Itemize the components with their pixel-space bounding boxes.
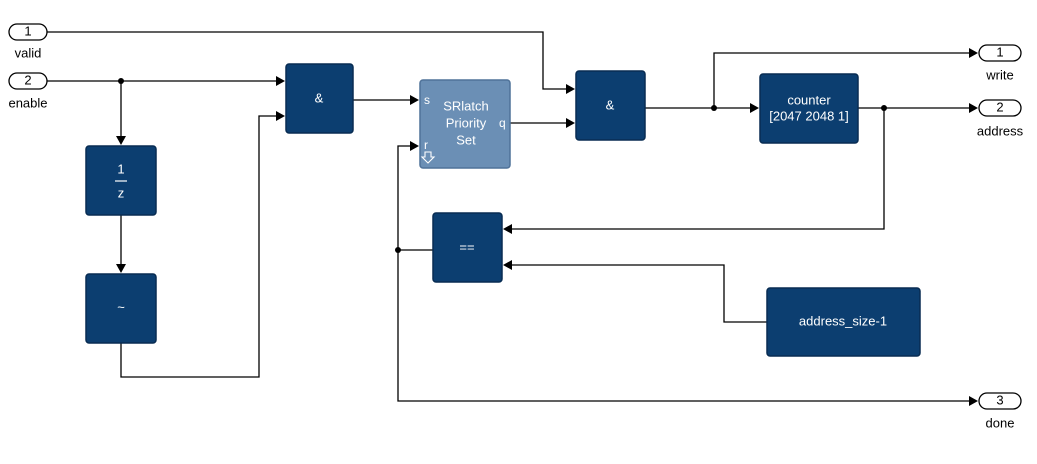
outport-label: done bbox=[986, 415, 1015, 430]
not-block[interactable]: ~ bbox=[85, 273, 157, 344]
inport-number: 2 bbox=[24, 72, 31, 87]
arrowhead bbox=[750, 103, 759, 113]
inport-valid[interactable]: 1 valid bbox=[8, 23, 48, 60]
srlatch-line2: Priority bbox=[446, 115, 487, 130]
counter-line1: counter bbox=[787, 92, 831, 107]
unit-delay-block[interactable]: 1 z bbox=[85, 145, 157, 216]
outport-label: address bbox=[977, 123, 1024, 138]
inport-enable[interactable]: 2 enable bbox=[8, 72, 48, 110]
pin-q-label: q bbox=[499, 116, 506, 130]
pin-r-label: r bbox=[424, 138, 428, 152]
wire-not-and1 bbox=[120, 115, 277, 378]
arrowhead bbox=[116, 264, 126, 273]
delay-numerator: 1 bbox=[117, 161, 124, 176]
wire-counter-equal bbox=[511, 108, 885, 230]
arrowhead bbox=[276, 76, 285, 86]
equal-block[interactable]: == bbox=[432, 212, 503, 283]
inport-number: 1 bbox=[24, 23, 31, 38]
junction-dot bbox=[118, 78, 124, 84]
look-under-mask-icon[interactable] bbox=[420, 151, 436, 164]
srlatch-line3: Set bbox=[456, 132, 476, 147]
outport-done[interactable]: 3 done bbox=[978, 392, 1022, 430]
arrowhead bbox=[503, 260, 512, 270]
inport-label: valid bbox=[15, 45, 42, 60]
counter-block[interactable]: counter [2047 2048 1] bbox=[759, 73, 859, 144]
arrowhead bbox=[566, 118, 575, 128]
wire-write bbox=[713, 52, 970, 108]
outport-number: 1 bbox=[996, 44, 1003, 59]
arrowhead bbox=[969, 103, 978, 113]
and2-label: & bbox=[606, 97, 615, 112]
outport-label: write bbox=[985, 67, 1013, 82]
and-block-2[interactable]: & bbox=[575, 70, 646, 141]
outport-number: 2 bbox=[996, 99, 1003, 114]
not-label: ~ bbox=[117, 299, 125, 314]
outport-number: 3 bbox=[996, 392, 1003, 407]
constant-block[interactable]: address_size-1 bbox=[766, 287, 921, 357]
arrowhead bbox=[410, 95, 419, 105]
arrowhead bbox=[969, 396, 978, 406]
junction-dot bbox=[711, 105, 717, 111]
wire-done bbox=[397, 250, 970, 402]
arrowhead bbox=[410, 141, 419, 151]
inport-label: enable bbox=[8, 95, 47, 110]
arrowhead bbox=[566, 84, 575, 94]
junction-dot bbox=[395, 247, 401, 253]
arrowhead bbox=[276, 111, 285, 121]
junction-dot bbox=[881, 105, 887, 111]
arrowhead bbox=[116, 136, 126, 145]
arrowhead bbox=[503, 224, 512, 234]
srlatch-block[interactable]: SRlatch Priority Set s r q bbox=[419, 79, 511, 169]
counter-line2: [2047 2048 1] bbox=[769, 108, 849, 123]
pin-s-label: s bbox=[424, 93, 430, 107]
and-block-1[interactable]: & bbox=[285, 63, 354, 134]
arrowhead bbox=[969, 48, 978, 58]
wire-valid bbox=[47, 31, 567, 90]
constant-label: address_size-1 bbox=[799, 313, 887, 328]
srlatch-line1: SRlatch bbox=[443, 98, 489, 113]
outport-write[interactable]: 1 write bbox=[978, 44, 1022, 82]
wire-reset bbox=[397, 145, 411, 250]
equal-label: == bbox=[459, 239, 474, 254]
outport-address[interactable]: 2 address bbox=[977, 99, 1024, 138]
delay-denominator: z bbox=[118, 185, 125, 200]
and1-label: & bbox=[315, 90, 324, 105]
wire-constant-equal bbox=[511, 264, 767, 323]
